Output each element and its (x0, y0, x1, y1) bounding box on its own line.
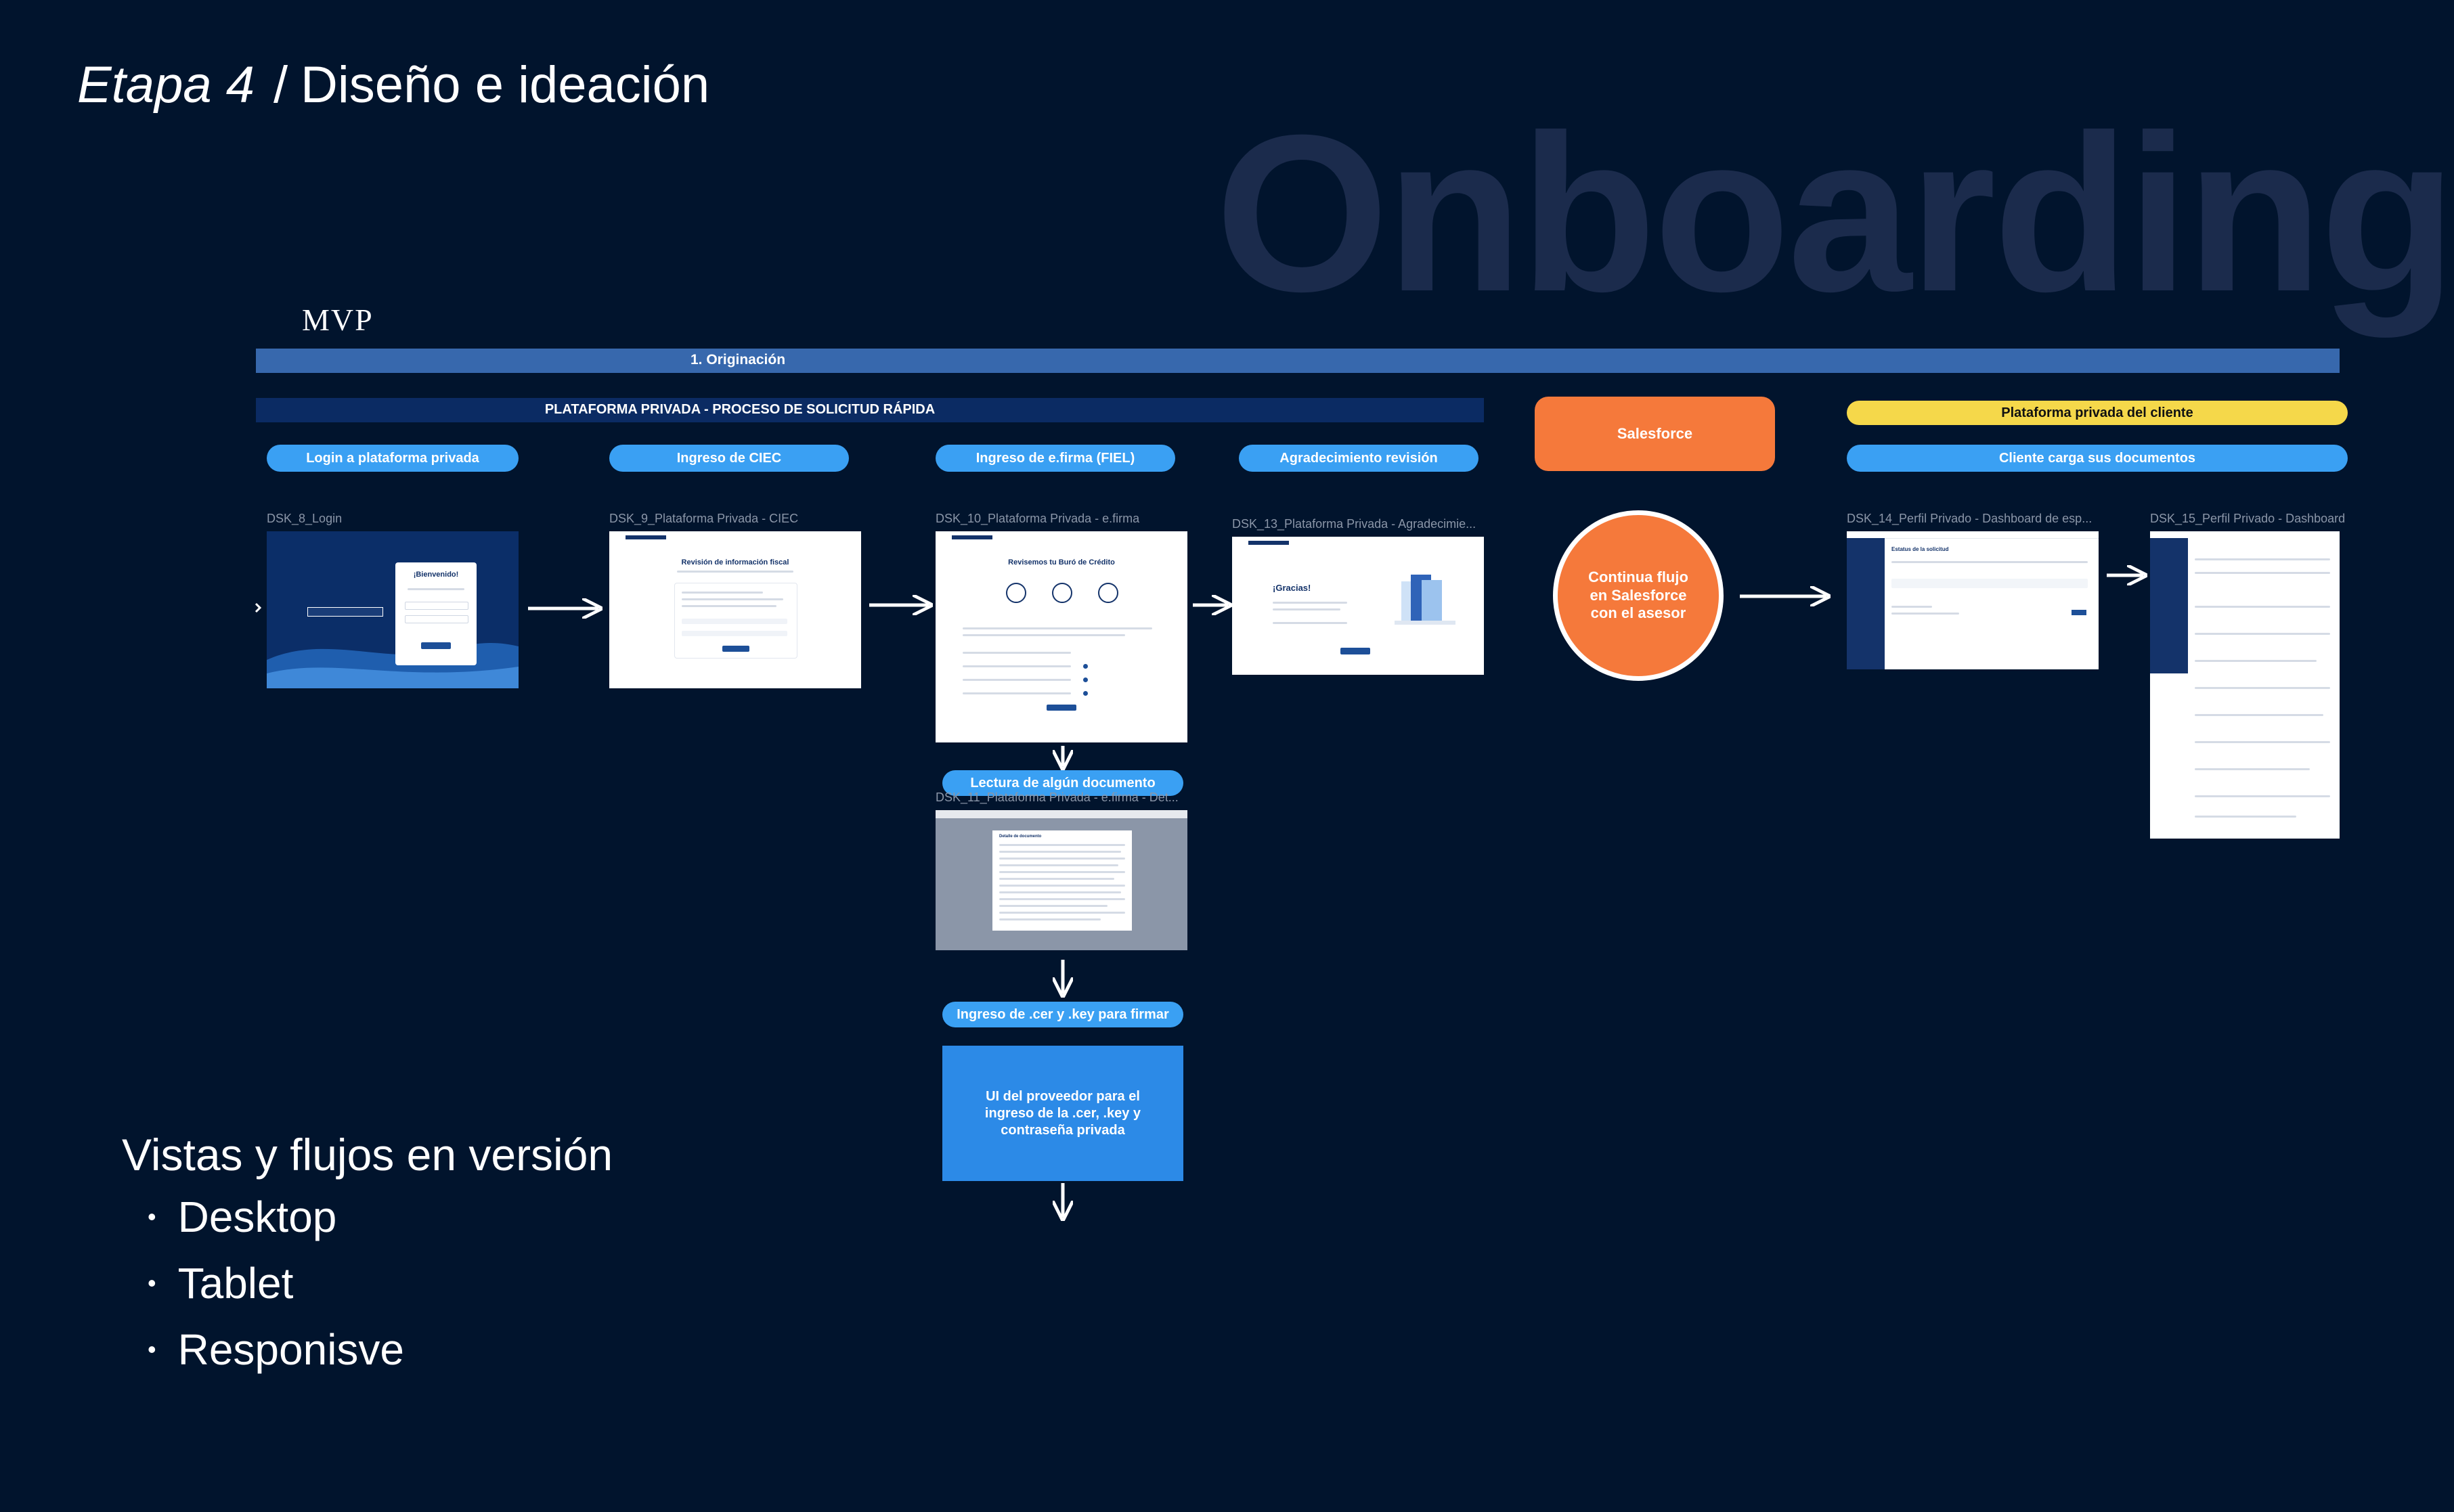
stage-label: Etapa 4 (77, 56, 255, 114)
step-pill-thanks: Agradecimiento revisión (1239, 445, 1478, 472)
login-button (421, 642, 451, 649)
salesforce-continue-node: Continua flujo en Salesforce con el ases… (1553, 510, 1724, 681)
login-welcome: ¡Bienvenido! (413, 571, 459, 579)
provider-ui-box: UI del proveedor para el ingreso de la .… (942, 1046, 1183, 1181)
notes-title: Vistas y flujos en versión (122, 1130, 613, 1180)
page-title: Diseño e ideación (301, 56, 710, 114)
screen-caption-thanks: DSK_13_Plataforma Privada - Agradecimie.… (1232, 517, 1476, 531)
screen-caption-ciec: DSK_9_Plataforma Privada - CIEC (609, 512, 799, 525)
screen-thumb-thanks: ¡Gracias! (1232, 537, 1484, 675)
screen-thumb-ciec: Revisión de información fiscal (609, 531, 861, 688)
notes-item: Responisve (148, 1320, 404, 1386)
reading-document: Detalle de documento (992, 830, 1132, 931)
reading-title: Detalle de documento (999, 835, 1042, 839)
login-card: ¡Bienvenido! (395, 562, 477, 665)
notes-list: Desktop Tablet Responisve (148, 1187, 404, 1386)
version-label: MVP (302, 303, 374, 337)
phase-band-label: 1. Originación (691, 352, 786, 368)
step-pill-documents: Cliente carga sus documentos (1847, 445, 2348, 472)
section-client-platform: Plataforma privada del cliente (1847, 401, 2348, 425)
section-private-platform: PLATAFORMA PRIVADA - PROCESO DE SOLICITU… (256, 398, 1484, 422)
screen-caption-dashboard: DSK_14_Perfil Privado - Dashboard de esp… (1847, 512, 2093, 525)
screen-thumb-login: ¡Bienvenido! (267, 531, 519, 688)
brand-logo (307, 607, 383, 617)
screen-caption-reading: DSK_11_Plataforma Privada - e.firma - De… (936, 791, 1179, 804)
screen-thumb-dashboard: Estatus de la solicitud (1847, 531, 2099, 669)
screen-thumb-dashboard-2 (2150, 531, 2340, 839)
step-pill-ciec: Ingreso de CIEC (609, 445, 849, 472)
screen-thumb-reading: Detalle de documento (936, 810, 1187, 950)
step-pill-login: Login a plataforma privada (267, 445, 519, 472)
screen-caption-dashboard-2: DSK_15_Perfil Privado - Dashboard (2150, 512, 2346, 525)
screen-caption-efirma: DSK_10_Plataforma Privada - e.firma (936, 512, 1140, 525)
step-pill-efirma: Ingreso de e.firma (FIEL) (936, 445, 1175, 472)
section-private-platform-label: PLATAFORMA PRIVADA - PROCESO DE SOLICITU… (544, 402, 936, 417)
notes-item: Tablet (148, 1253, 404, 1320)
efirma-title: Revisemos tu Buró de Crédito (1008, 558, 1115, 566)
watermark-title: Onboarding (1215, 88, 2454, 338)
phase-band: 1. Originación (256, 349, 2340, 373)
branch-pill-upload: Ingreso de .cer y .key para firmar (942, 1002, 1183, 1027)
ciec-title: Revisión de información fiscal (681, 558, 789, 566)
thanks-title: ¡Gracias! (1273, 583, 1311, 593)
flow-arrows (255, 0, 2340, 1512)
notes-item: Desktop (148, 1187, 404, 1253)
screen-caption-login: DSK_8_Login (267, 512, 343, 525)
section-salesforce: Salesforce (1535, 397, 1775, 471)
salesforce-continue-label: Continua flujo en Salesforce con el ases… (1588, 569, 1688, 622)
arrow-incoming-left (255, 602, 262, 613)
dashboard-title: Estatus de la solicitud (1891, 546, 1949, 552)
documents-illustration (1395, 575, 1455, 625)
branch-pill-reading: Lectura de algún documento (942, 770, 1183, 796)
title-separator: / (273, 56, 288, 114)
screen-thumb-efirma: Revisemos tu Buró de Crédito (936, 531, 1187, 742)
